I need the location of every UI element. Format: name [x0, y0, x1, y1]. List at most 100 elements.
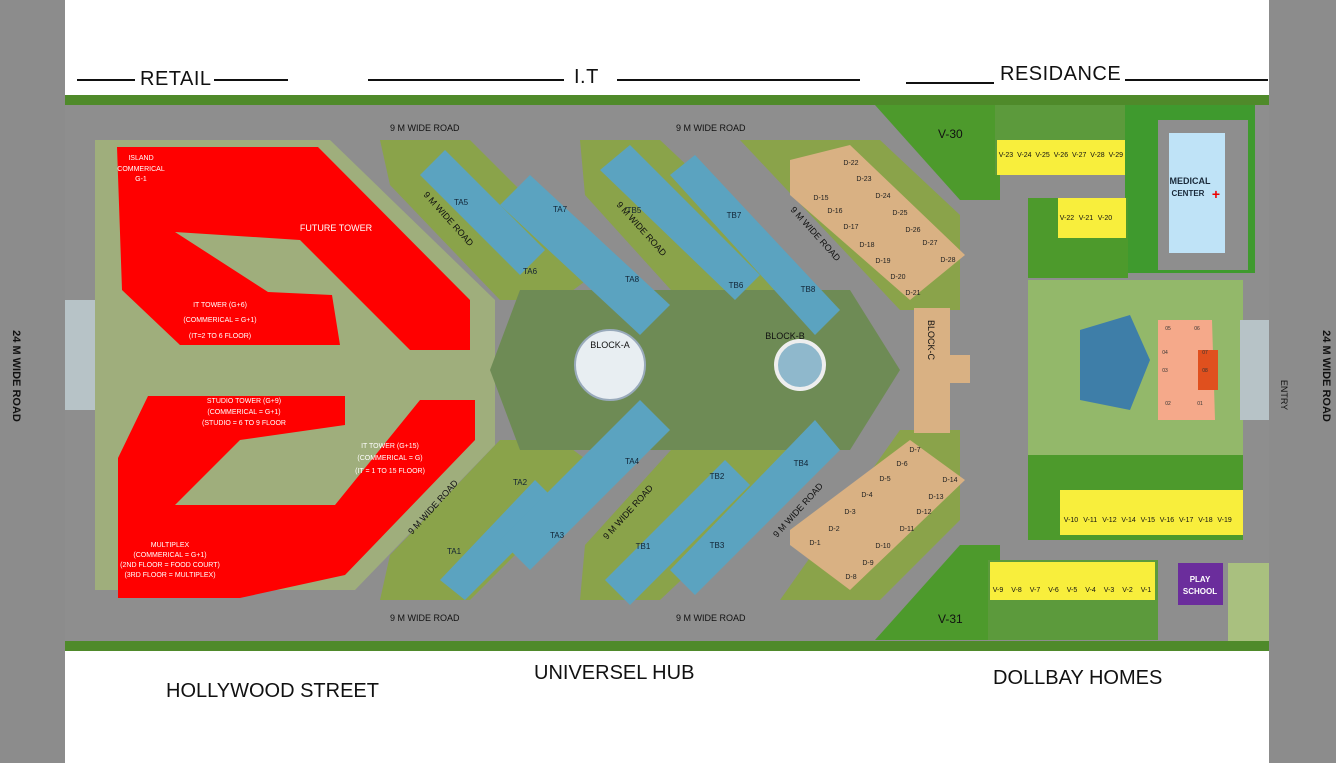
d-plot-label: D-19: [875, 258, 890, 265]
hedge-top: [65, 95, 1269, 105]
entry-label: ENTRY: [1279, 380, 1289, 410]
tower-label: TA8: [625, 275, 640, 284]
block-a-dome: [574, 329, 646, 401]
d-plot-label: D-28: [940, 257, 955, 264]
zone-residance: RESIDANCE: [1000, 63, 1122, 85]
tower-label: TB4: [794, 459, 809, 468]
d-plot-label: D-16: [827, 208, 842, 215]
retail-lower-block: [118, 396, 475, 598]
villas-mid-row: [1058, 198, 1126, 238]
tower-tb1: [605, 460, 750, 605]
it-tower-15-label: IT TOWER (G+15): [361, 443, 419, 450]
it-tower-15-label: (IT = 1 TO 15 FLOOR): [355, 468, 425, 475]
tower-label: TA2: [513, 478, 528, 487]
swimming-pool: [1080, 315, 1150, 410]
villa-label: V-29: [1109, 152, 1124, 159]
villa-label: V-28: [1090, 152, 1105, 159]
island-label: G-1: [135, 176, 147, 183]
tower-label: TB7: [727, 211, 742, 220]
d-plot-label: D-23: [856, 176, 871, 183]
d-plot-label: D-26: [905, 227, 920, 234]
clubhouse-unit-label: 08: [1202, 368, 1208, 374]
villa-label: V-18: [1198, 517, 1213, 524]
d-plot-label: D-6: [896, 461, 907, 468]
villa-label: V-12: [1102, 517, 1117, 524]
tower-label: TB3: [710, 541, 725, 550]
d-plot-label: D-5: [879, 476, 890, 483]
clubhouse-unit-label: 03: [1162, 368, 1168, 374]
tower-label: TA3: [550, 531, 565, 540]
medical-center-label: MEDICAL: [1170, 176, 1211, 186]
tower-tb5: [600, 145, 760, 300]
d-plot-label: D-15: [813, 195, 828, 202]
villa-label: V-27: [1072, 152, 1087, 159]
studio-tower-label: (STUDIO = 6 TO 9 FLOOR: [202, 420, 286, 427]
clubhouse-tower-wing: [1198, 350, 1218, 390]
villa-label: V-2: [1122, 587, 1133, 594]
d-plot-label: D-11: [900, 526, 915, 533]
block-c: [914, 308, 950, 433]
clubhouse-unit-label: 07: [1202, 350, 1208, 356]
villa-label: V-10: [1064, 517, 1079, 524]
villas-lower-row: [1060, 490, 1243, 535]
d-plots-bottom: [790, 440, 965, 590]
d-plot-label: D-21: [905, 290, 920, 297]
villa-label: V-9: [993, 587, 1004, 594]
block-b-label: BLOCK-B: [765, 331, 805, 341]
tower-label: TA1: [447, 547, 462, 556]
clubhouse-unit-label: 01: [1197, 401, 1203, 407]
tower-label: TA5: [454, 198, 469, 207]
play-area: [1228, 563, 1269, 641]
label-dollbay-homes: DOLLBAY HOMES: [993, 667, 1163, 689]
d-plot-label: D-4: [861, 492, 872, 499]
d-plot-label: D-14: [942, 477, 957, 484]
d-plot-label: D-12: [916, 509, 931, 516]
d-plot-label: D-22: [843, 160, 858, 167]
label-hollywood-street: HOLLYWOOD STREET: [166, 680, 379, 702]
divider-line: [214, 79, 288, 81]
left-road-strip: [0, 0, 65, 763]
villa-label: V-19: [1217, 517, 1232, 524]
it-lawn: [380, 440, 600, 600]
d-plots-top: [790, 145, 965, 300]
multiplex-label: (COMMERICAL = G+1): [133, 552, 206, 559]
multiplex-label: (2ND FLOOR = FOOD COURT): [120, 562, 220, 569]
d-plot-label: D-27: [922, 240, 937, 247]
villa-label: V-1: [1141, 587, 1152, 594]
villa-label: V-11: [1083, 517, 1097, 524]
divider-line: [906, 82, 994, 84]
play-school: [1178, 563, 1223, 605]
medical-cross-icon: +: [1212, 186, 1220, 202]
hedge-bottom: [65, 641, 1269, 651]
clubhouse-unit-label: 05: [1165, 326, 1171, 332]
v30-label: V-30: [938, 127, 963, 141]
tower-ta4: [500, 400, 670, 570]
villas-bottom-row: [990, 562, 1155, 600]
tower-tb4: [670, 420, 840, 595]
tower-label: TA6: [523, 267, 538, 276]
tower-label: TB2: [710, 472, 725, 481]
entry-gate: [1240, 320, 1269, 420]
d-plot-label: D-2: [828, 526, 839, 533]
island-label: ISLAND: [128, 155, 153, 162]
tower-ta5: [420, 150, 545, 275]
villa-label: V-14: [1121, 517, 1136, 524]
villa-label: V-23: [999, 152, 1014, 159]
multiplex-label: MULTIPLEX: [151, 542, 190, 549]
tower-label: TA4: [625, 457, 640, 466]
block-a-label: BLOCK-A: [590, 340, 630, 350]
it-tower-6-label: (IT=2 TO 6 FLOOR): [189, 333, 251, 340]
d-plot-label: D-7: [909, 447, 920, 454]
future-tower-label: FUTURE TOWER: [300, 223, 373, 233]
villa-label: V-22: [1060, 215, 1075, 222]
villa-label: V-17: [1179, 517, 1194, 524]
tower-label: TB8: [801, 285, 816, 294]
retail-entrance: [65, 300, 95, 410]
divider-line: [1125, 79, 1268, 81]
tower-label: TA7: [553, 205, 568, 214]
divider-line: [617, 79, 860, 81]
villa-label: V-6: [1048, 587, 1059, 594]
divider-line: [77, 79, 135, 81]
v31-label: V-31: [938, 612, 963, 626]
